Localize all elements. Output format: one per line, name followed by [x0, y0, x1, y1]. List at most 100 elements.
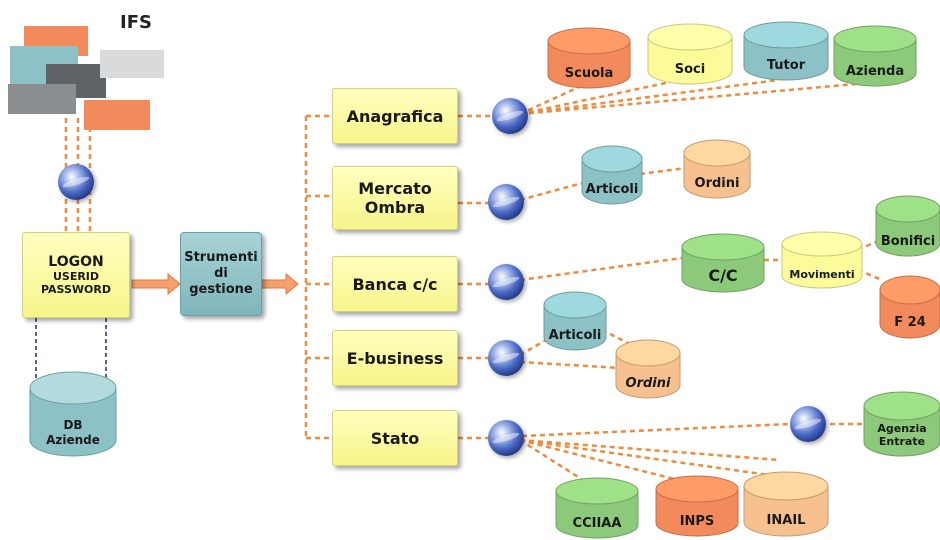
globe-icon — [58, 164, 94, 200]
connector-inail — [519, 438, 777, 478]
cylinder-shape — [555, 477, 639, 539]
db-aziende-line2: Aziende — [46, 433, 100, 447]
db-eb-ordini: Ordini — [615, 339, 681, 399]
db-f24: F 24 — [879, 275, 940, 339]
category-stato-label: Stato — [370, 428, 420, 448]
db-tutor: Tutor — [743, 21, 829, 81]
db-inps-label: INPS — [679, 514, 715, 529]
db-movimenti-label: Movimenti — [789, 268, 855, 281]
db-mercato-articoli: Articoli — [581, 145, 643, 205]
category-banca-label: Banca c/c — [352, 274, 438, 294]
db-cc-label: C/C — [708, 266, 738, 285]
category-mercato-label1: Mercato — [358, 179, 432, 198]
globe-icon — [488, 420, 524, 456]
logon-title: LOGON — [48, 254, 104, 270]
cylinder-shape — [781, 231, 863, 289]
db-azienda: Azienda — [833, 25, 917, 87]
db-tutor-label: Tutor — [766, 58, 806, 73]
ifs-block-grey — [8, 84, 76, 114]
db-scuola-label: Scuola — [564, 66, 614, 81]
connector-eb-articoli-ordini — [601, 328, 639, 350]
strumenti-box: Strumenti di gestione — [180, 232, 262, 316]
connector-mercato-ordini — [639, 166, 687, 176]
db-azienda-label: Azienda — [845, 64, 905, 79]
cylinder-shape — [743, 21, 829, 81]
db-inail: INAIL — [743, 471, 829, 537]
cylinder-shape — [743, 471, 829, 537]
db-soci: Soci — [647, 23, 733, 85]
cylinder-shape — [875, 195, 940, 257]
logon-box: LOGON USERID PASSWORD — [22, 232, 130, 318]
connector-eb-articoli — [519, 338, 547, 357]
connector-mercato-articoli — [519, 180, 587, 202]
db-bonifici-label: Bonifici — [880, 234, 936, 249]
db-inail-label: INAIL — [766, 513, 806, 528]
db-bonifici: Bonifici — [875, 195, 940, 257]
category-ebusiness: E-business — [332, 330, 458, 386]
db-aziende-line1: DB — [63, 418, 83, 432]
db-soci-label: Soci — [674, 62, 706, 77]
db-mercato-ordini: Ordini — [683, 139, 751, 199]
strumenti-line3: gestione — [189, 282, 253, 297]
db-cciaa: CCIIAA — [555, 477, 639, 539]
category-mercato-label2: Ombra — [364, 198, 426, 217]
category-ebusiness-label: E-business — [346, 348, 444, 368]
cylinder-shape — [29, 371, 117, 457]
db-cciaa-label: CCIIAA — [572, 516, 622, 531]
cylinder-shape — [863, 391, 940, 457]
db-mercato-ordini-label: Ordini — [694, 176, 740, 191]
strumenti-line2: di — [214, 266, 228, 281]
cylinder-shape — [833, 25, 917, 87]
cylinder-shape — [683, 139, 751, 199]
connector-inps — [519, 438, 687, 484]
category-stato: Stato — [332, 410, 458, 466]
ifs-title: IFS — [120, 12, 152, 33]
connector-azienda — [519, 80, 879, 116]
category-mercato-ombra: Mercato Ombra — [332, 166, 458, 230]
strumenti-line1: Strumenti — [184, 250, 258, 265]
cylinder-shape — [655, 475, 739, 537]
connector-stato-globe2 — [521, 422, 791, 438]
globe-icon — [492, 98, 528, 134]
connector-cciaa — [519, 438, 587, 484]
db-agenzia-line1: Agenzia — [877, 422, 927, 435]
category-anagrafica: Anagrafica — [332, 88, 458, 144]
db-eb-articoli: Articoli — [543, 291, 607, 351]
db-scuola: Scuola — [547, 27, 631, 89]
globe-icon — [790, 406, 826, 442]
db-eb-ordini-label: Ordini — [625, 376, 671, 391]
db-eb-articoli-label: Articoli — [548, 328, 602, 343]
db-mercato-articoli-label: Articoli — [585, 182, 639, 197]
ifs-block-lightgrey — [100, 50, 164, 78]
connector-stato-extra — [519, 438, 781, 462]
cylinder-shape — [543, 291, 607, 351]
globe-icon — [488, 184, 524, 220]
cylinder-shape — [581, 145, 643, 205]
cylinder-shape — [615, 339, 681, 399]
cylinder-shape — [547, 27, 631, 89]
db-inps: INPS — [655, 475, 739, 537]
globe-icon — [488, 340, 524, 376]
db-movimenti: Movimenti — [781, 231, 863, 289]
logon-password: PASSWORD — [40, 283, 111, 296]
connector-tutor — [519, 78, 779, 116]
arrow-strumenti-trunk — [261, 272, 299, 296]
logon-userid: USERID — [52, 270, 100, 283]
db-cc: C/C — [681, 233, 765, 293]
category-anagrafica-label: Anagrafica — [346, 106, 444, 126]
category-banca: Banca c/c — [332, 256, 458, 312]
cylinder-shape — [681, 233, 765, 293]
cylinder-shape — [879, 275, 940, 339]
db-aziende-cylinder: DB Aziende — [29, 371, 117, 457]
connector-eb-ordini — [519, 360, 621, 370]
db-agenzia-line2: Entrate — [878, 435, 926, 448]
globe-icon — [488, 264, 524, 300]
connector-soci — [519, 78, 681, 116]
connector-banca-cc — [519, 256, 683, 282]
db-f24-label: F 24 — [894, 315, 926, 330]
arrow-logon-strumenti — [131, 272, 181, 296]
cylinder-shape — [647, 23, 733, 85]
ifs-block-orange-bottom — [84, 100, 150, 130]
